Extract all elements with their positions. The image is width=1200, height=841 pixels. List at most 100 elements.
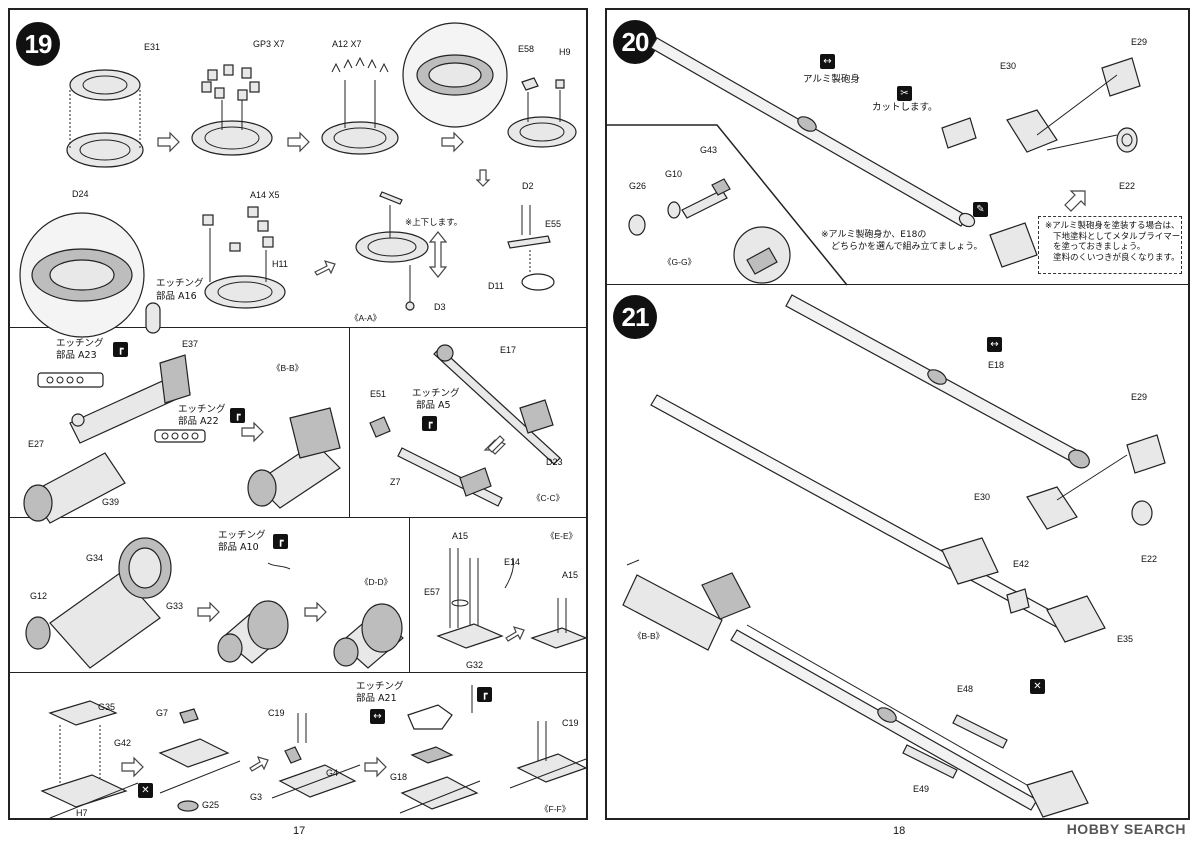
label-h7: H7 bbox=[76, 808, 88, 818]
label-alu-barrel: アルミ製砲身 bbox=[803, 74, 860, 85]
etching-tool-icon: ┏ bbox=[113, 342, 128, 357]
step-number-badge: 21 bbox=[613, 295, 657, 339]
label-e17: E17 bbox=[500, 345, 517, 355]
label-g25: G25 bbox=[202, 800, 220, 810]
page-number-left: 17 bbox=[293, 825, 306, 837]
label-g4: G4 bbox=[326, 768, 339, 778]
label-e14: E14 bbox=[504, 557, 521, 567]
paint-note-3: を塗っておきましょう。 bbox=[1053, 242, 1146, 253]
step-19-panel: 19 bbox=[10, 10, 586, 338]
label-g26: G26 bbox=[629, 181, 647, 191]
etching-tool-icon: ┏ bbox=[422, 416, 437, 431]
note-choose-1: ※アルミ製砲身か、E18の bbox=[821, 230, 927, 240]
label-z7: Z7 bbox=[390, 477, 401, 487]
label-e29: E29 bbox=[1131, 392, 1148, 402]
swap-icon: ↔ bbox=[370, 709, 385, 724]
swap-icon: ↔ bbox=[820, 54, 835, 69]
hint-icon: ✎ bbox=[973, 202, 988, 217]
step-20-illustration bbox=[607, 37, 1141, 286]
page-number-right: 18 bbox=[893, 825, 906, 837]
panel-bb: エッチング 部品 A23 ┏ E37 エッチング 部品 A22 ┏ E27 G3… bbox=[10, 328, 350, 524]
step-21-illustration bbox=[622, 294, 1166, 818]
label-c19-left: C19 bbox=[268, 708, 285, 718]
label-g10: G10 bbox=[665, 169, 683, 179]
label-e22: E22 bbox=[1119, 181, 1136, 191]
section-ff: 《F-F》 bbox=[540, 804, 571, 814]
cc-etching-part-a5: 部品 A5 bbox=[416, 400, 451, 411]
bb-etching-label-2: エッチング bbox=[178, 404, 226, 415]
panel-cc: E17 E51 エッチング 部品 A5 ┏ Z7 D23 《C-C》 bbox=[350, 328, 586, 518]
label-e18: E18 bbox=[988, 360, 1005, 370]
section-dd: 《D-D》 bbox=[360, 577, 393, 587]
panel-ee-illustration bbox=[436, 548, 588, 649]
label-e27: E27 bbox=[28, 439, 45, 449]
step-21-panel: 21 bbox=[607, 285, 1188, 818]
bb-etching-label-1: エッチング bbox=[56, 338, 104, 349]
label-d2: D2 bbox=[522, 181, 534, 191]
cut-icon: ✂ bbox=[897, 86, 912, 101]
label-e35: E35 bbox=[1117, 634, 1134, 644]
panel-dd-illustration bbox=[25, 537, 404, 669]
label-e37: E37 bbox=[182, 339, 199, 349]
bb-etching-part-a22: 部品 A22 bbox=[178, 416, 219, 427]
label-d23: D23 bbox=[546, 457, 563, 467]
step-number-badge: 20 bbox=[613, 20, 657, 64]
note-up-down: ※上下します。 bbox=[405, 218, 463, 228]
panel-ff-illustration bbox=[40, 685, 588, 819]
label-a15-top: A15 bbox=[452, 531, 469, 541]
label-e31: E31 bbox=[144, 42, 161, 52]
cc-etching-label: エッチング bbox=[412, 388, 460, 399]
panel-ff: G35 G42 H7 ✕ G7 G25 C19 G3 G4 エッチング 部品 A… bbox=[10, 673, 588, 819]
etching-tool-icon: ┏ bbox=[230, 408, 245, 423]
step-19-illustration bbox=[19, 22, 577, 338]
label-d3: D3 bbox=[434, 302, 446, 312]
label-g34: G34 bbox=[86, 553, 104, 563]
label-g3: G3 bbox=[250, 792, 263, 802]
step-20-panel: 20 ↔ bbox=[607, 10, 1188, 286]
label-a15-right: A15 bbox=[562, 570, 579, 580]
label-g7: G7 bbox=[156, 708, 169, 718]
etching-label: エッチング bbox=[156, 278, 204, 289]
paint-note-4: 塗料のくいつきが良くなります。 bbox=[1053, 252, 1180, 263]
label-e51: E51 bbox=[370, 389, 387, 399]
label-d24: D24 bbox=[72, 189, 89, 199]
section-gg: 《G-G》 bbox=[663, 257, 697, 267]
label-g32: G32 bbox=[466, 660, 484, 670]
step-number-badge: 19 bbox=[16, 22, 60, 66]
section-ee: 《E-E》 bbox=[546, 531, 578, 541]
label-a12: A12 X7 bbox=[332, 39, 362, 49]
label-e30: E30 bbox=[1000, 61, 1017, 71]
etching-tool-icon: ┏ bbox=[273, 534, 288, 549]
panel-dd: エッチング 部品 A10 ┏ G34 G12 G33 《D-D》 bbox=[10, 518, 410, 673]
etching-tool-icon: ┏ bbox=[477, 687, 492, 702]
label-e49: E49 bbox=[913, 784, 930, 794]
label-c19-right: C19 bbox=[562, 718, 579, 728]
label-gp3: GP3 X7 bbox=[253, 39, 285, 49]
panel-cc-illustration bbox=[369, 344, 561, 507]
section-bb-right: 《B-B》 bbox=[633, 631, 665, 641]
section-bb: 《B-B》 bbox=[272, 363, 304, 373]
label-cut: カットします。 bbox=[872, 102, 938, 113]
label-e42: E42 bbox=[1013, 559, 1030, 569]
etching-part-a16: 部品 A16 bbox=[156, 291, 197, 302]
instruction-page-18: 20 ↔ bbox=[605, 8, 1190, 820]
section-aa: 《A-A》 bbox=[350, 313, 382, 323]
label-e29: E29 bbox=[1131, 37, 1148, 47]
ff-etching-label: エッチング bbox=[356, 681, 404, 692]
bb-etching-part-a23: 部品 A23 bbox=[56, 350, 97, 361]
instruction-page-17: 19 bbox=[8, 8, 588, 820]
dd-etching-part-a10: 部品 A10 bbox=[218, 542, 259, 553]
ff-etching-part-a21: 部品 A21 bbox=[356, 693, 397, 704]
label-d11: D11 bbox=[488, 281, 504, 291]
label-g42: G42 bbox=[114, 738, 132, 748]
paint-note-2: 下地塗料としてメタルプライマー bbox=[1053, 231, 1181, 242]
label-e48: E48 bbox=[957, 684, 974, 694]
label-g35: G35 bbox=[98, 702, 116, 712]
label-g18: G18 bbox=[390, 772, 408, 782]
label-g39: G39 bbox=[102, 497, 120, 507]
paint-note-box: ※アルミ製砲身を塗装する場合は、 下地塗料としてメタルプライマー を塗っておきま… bbox=[1038, 216, 1182, 274]
label-h11: H11 bbox=[272, 259, 288, 269]
do-not-glue-icon: ✕ bbox=[138, 783, 153, 798]
watermark-logo: HOBBY SEARCH bbox=[1066, 821, 1186, 837]
label-a14: A14 X5 bbox=[250, 190, 280, 200]
